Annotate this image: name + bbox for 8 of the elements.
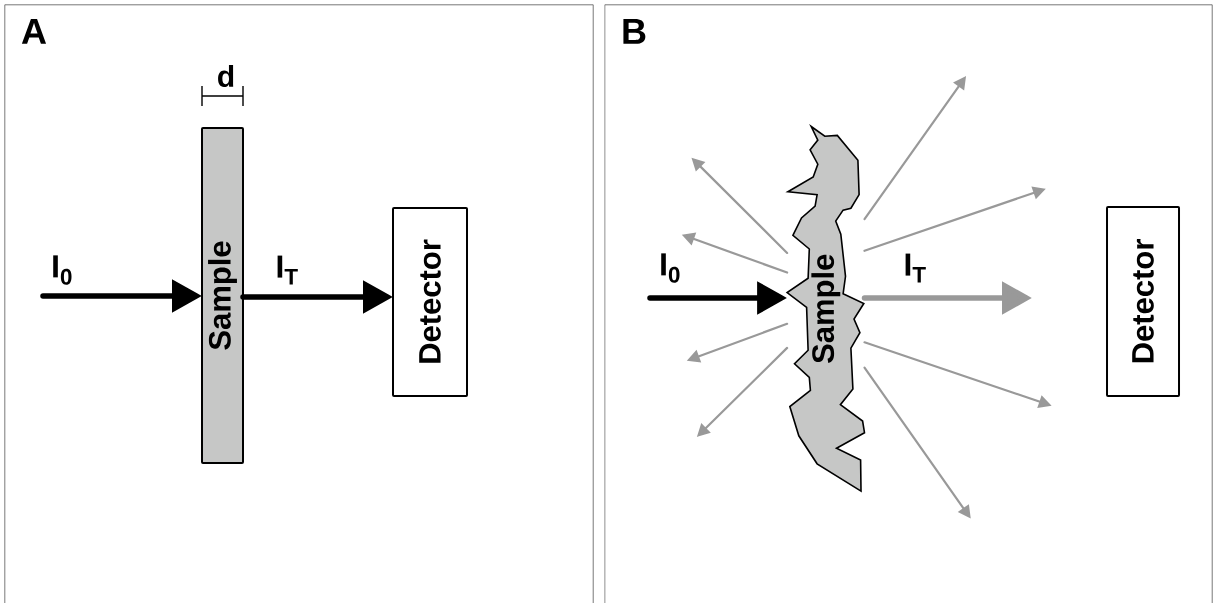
sample-bar: Sample xyxy=(201,127,244,464)
dimension-label: d xyxy=(218,65,234,87)
edge-label: I$_{0}$ xyxy=(661,253,680,283)
detector-box: Detector xyxy=(1106,206,1180,397)
detector-box: Detector xyxy=(392,207,468,397)
edge-label: I$_{T}$ xyxy=(905,253,926,283)
edge-label: I$_{0}$ xyxy=(53,255,72,285)
edge-label: I$_{T}$ xyxy=(277,255,298,285)
